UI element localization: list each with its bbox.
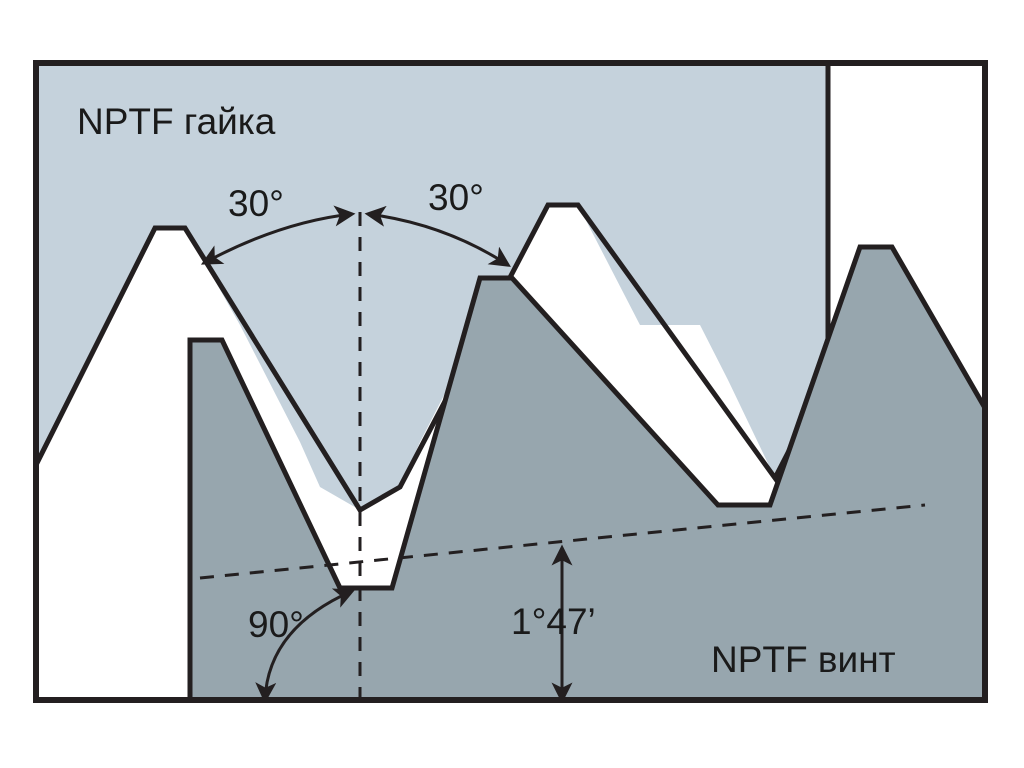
taper-angle-label: 1°47’: [511, 601, 596, 642]
angle-arc-right: [364, 205, 511, 267]
angle-label-left: 30°: [228, 183, 284, 224]
angle-arc-root-90: [255, 588, 356, 700]
diagram-body: NPTF гайка 30° 30° 90° 1°47’ NPTF винт: [36, 63, 985, 700]
screw-thread-outline: [187, 244, 985, 700]
screw-body-shape: [190, 247, 985, 700]
angle-arc-left: [200, 205, 356, 265]
angle-label-right: 30°: [428, 177, 484, 218]
nut-body-shape: [36, 63, 828, 510]
angle-label-root: 90°: [248, 604, 304, 645]
diagram-frame-border: [33, 60, 988, 703]
screw-label: NPTF винт: [711, 639, 896, 680]
nut-label: NPTF гайка: [77, 101, 276, 142]
pitch-taper-dashed-line: [199, 503, 926, 580]
